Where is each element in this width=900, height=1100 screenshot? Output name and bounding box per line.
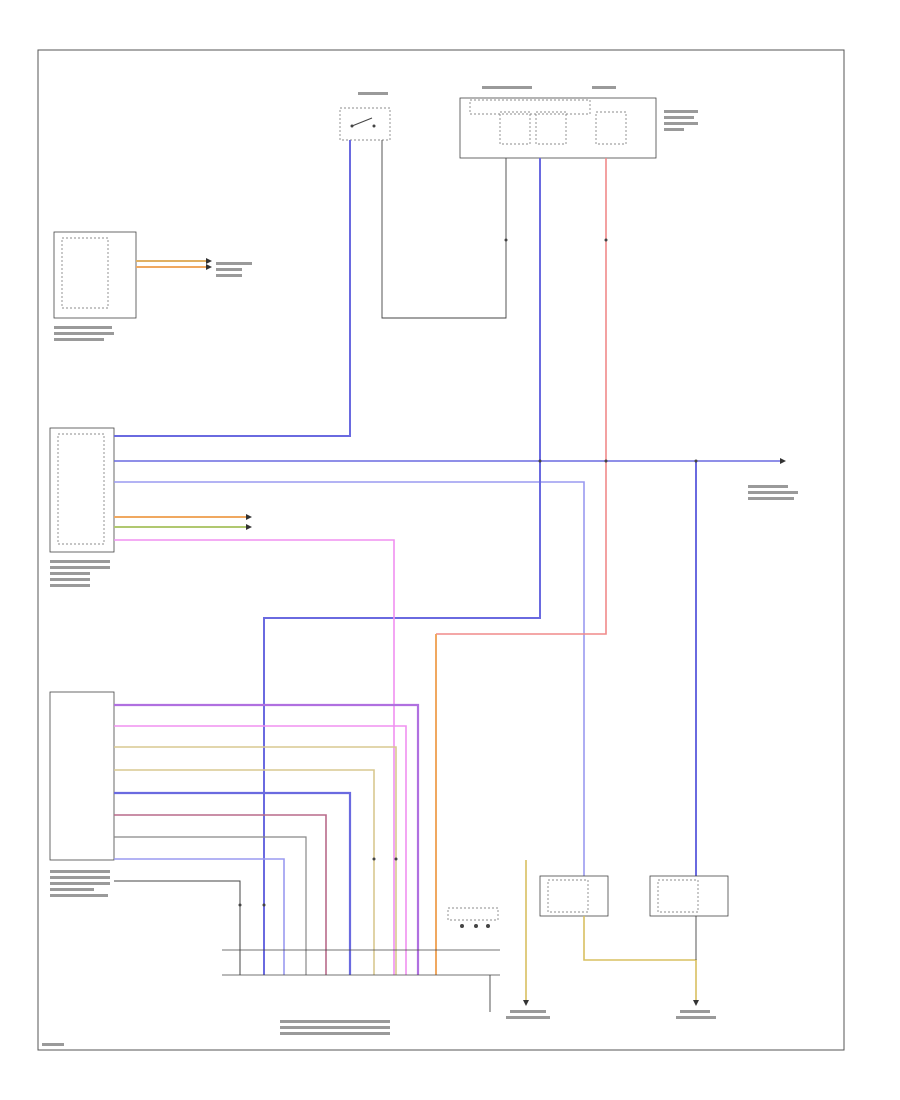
wire-blue-sensor-left (114, 481, 585, 876)
ignition-switch (339, 107, 391, 141)
fuse-box (459, 97, 657, 159)
wire-black-switch (381, 140, 507, 319)
control-module-top-left (53, 231, 212, 319)
wire-red-fuse (436, 158, 607, 635)
wire-blue-switch (114, 140, 351, 437)
control-module-middle-left (49, 427, 115, 553)
diagram-frame (37, 49, 845, 1051)
wire-pink (114, 539, 395, 975)
wire-blue-fuse (263, 158, 541, 975)
transmission-module-bottom-left (49, 691, 115, 861)
illegible-text-marks (42, 86, 798, 1046)
transmission-connector (222, 907, 500, 976)
speed-sensor-right (649, 875, 729, 917)
speed-sensor-left (539, 875, 609, 917)
